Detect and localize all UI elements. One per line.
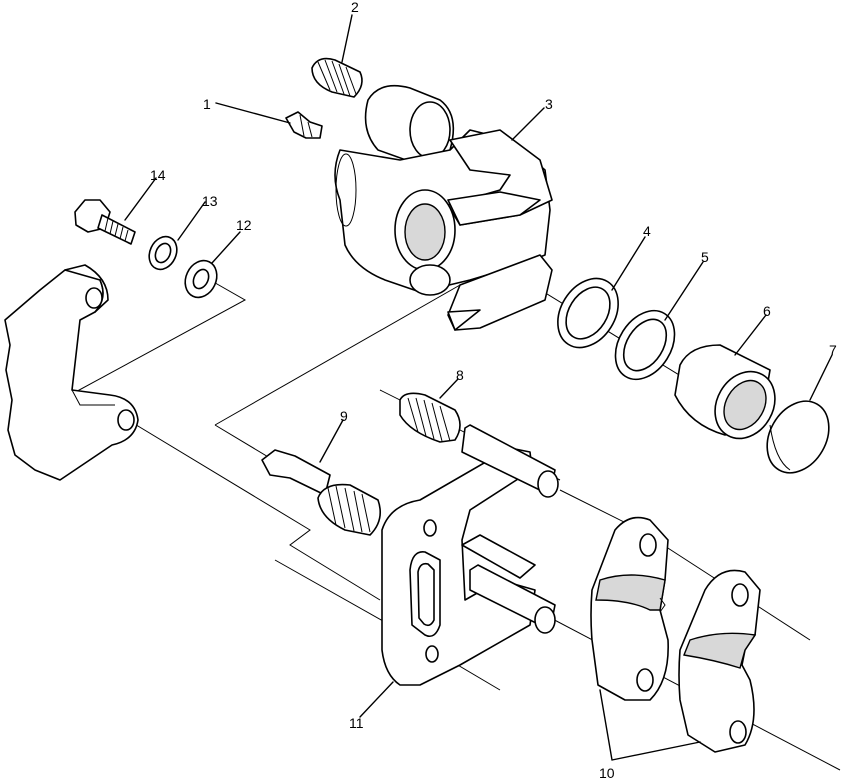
callout-1: 1 <box>203 96 211 112</box>
part-3-caliper-body <box>334 84 553 331</box>
part-8-boot <box>399 392 461 443</box>
part-10-brake-pad-outer <box>678 569 761 753</box>
callout-12: 12 <box>236 217 252 233</box>
callout-7: 7 <box>829 342 837 358</box>
leader-lines <box>124 14 833 761</box>
callout-6: 6 <box>763 303 771 319</box>
part-5-dust-seal <box>614 309 676 381</box>
callout-11: 11 <box>349 715 364 731</box>
part-12-flat-washer <box>184 259 218 299</box>
callout-4: 4 <box>643 223 651 239</box>
part-4-seal <box>557 277 619 349</box>
callout-8: 8 <box>456 367 464 383</box>
callout-2: 2 <box>351 0 359 15</box>
callout-9: 9 <box>340 408 348 424</box>
part-13-lock-washer <box>148 235 178 271</box>
callout-14: 14 <box>150 167 166 183</box>
part-10-brake-pad-inner <box>590 516 669 701</box>
part-2-bleeder-cap <box>311 57 363 98</box>
mounting-bracket <box>4 264 139 481</box>
callout-10: 10 <box>599 765 615 781</box>
part-7-piston-cap <box>766 400 830 474</box>
part-6-piston <box>674 344 776 440</box>
part-11-caliper-bracket <box>381 424 559 686</box>
part-9-slide-pin <box>261 449 381 536</box>
callout-5: 5 <box>701 249 709 265</box>
part-14-bolt <box>74 199 136 245</box>
part-1-bleeder-valve <box>285 111 323 139</box>
callout-13: 13 <box>202 193 218 209</box>
callout-3: 3 <box>545 96 553 112</box>
callout-labels: 1 2 3 4 5 6 7 8 9 10 11 12 13 14 <box>150 0 837 781</box>
